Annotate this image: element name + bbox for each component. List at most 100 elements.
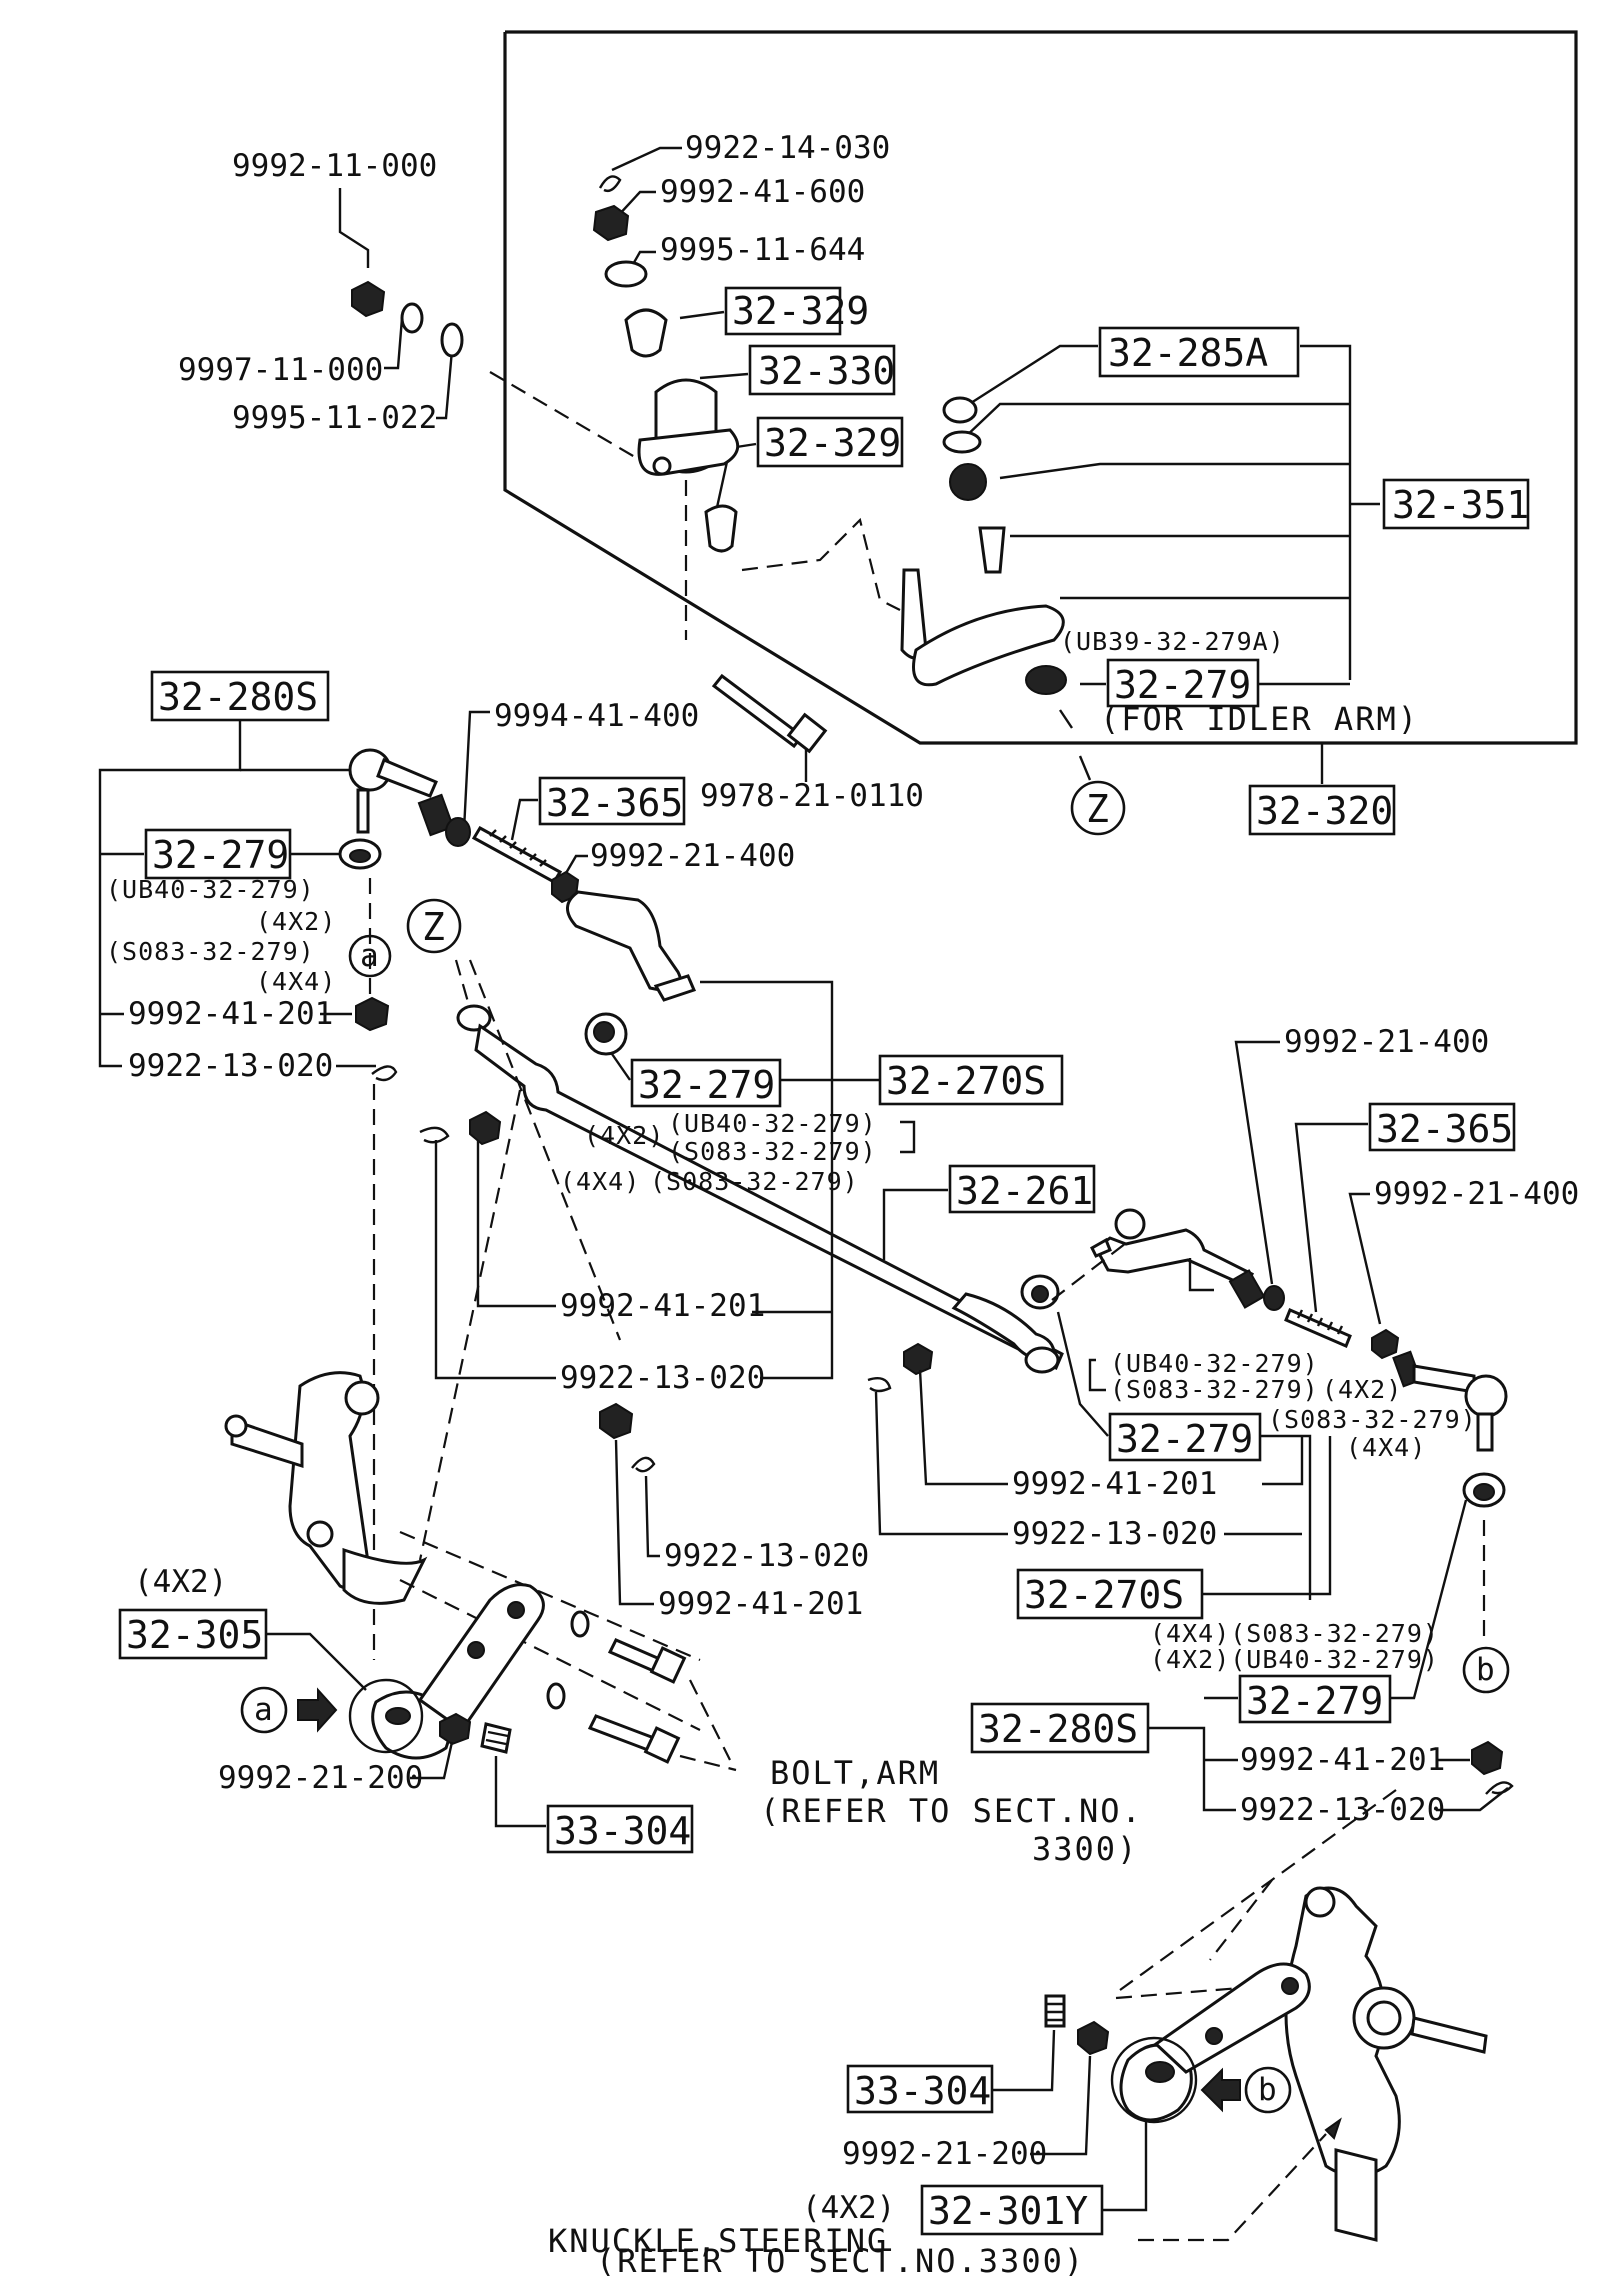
bolt-icon bbox=[587, 1714, 681, 1764]
detail-marker-b bbox=[1244, 2066, 1292, 2114]
part-box bbox=[1108, 1412, 1262, 1462]
right-tie-rod-group: 9992-21-400 32-365 9992-21-400 bbox=[867, 1024, 1579, 1828]
arrow-left-icon bbox=[1200, 2067, 1241, 2113]
variant-note: (4X4)(S083-32-279) bbox=[1150, 1619, 1439, 1648]
boxed-part-number: 32-279 bbox=[1116, 1417, 1253, 1461]
detail-marker-a bbox=[240, 1686, 288, 1734]
leader-line bbox=[1078, 755, 1092, 781]
boxed-part-number: 32-280S bbox=[978, 1707, 1138, 1751]
part-box bbox=[920, 2184, 1104, 2236]
variant-note: (S083-32-279) bbox=[1268, 1405, 1477, 1434]
boxed-part-number: 33-304 bbox=[554, 1809, 691, 1853]
part-number-label: 9922-14-030 bbox=[685, 130, 890, 166]
leader-line bbox=[1202, 1436, 1332, 1596]
callout-dashed-line bbox=[679, 1754, 737, 1772]
leader-line bbox=[959, 344, 1098, 412]
part-number-label: 9992-41-201 bbox=[560, 1288, 765, 1324]
part-number-label: 9995-11-644 bbox=[660, 232, 865, 268]
tie-rod-end-icon bbox=[348, 748, 438, 834]
right-knuckle-group: 33-304 9992-21-200 b (4X2) 32-301Y KNUCK… bbox=[548, 1789, 1488, 2277]
dust-boot-icon bbox=[338, 838, 382, 870]
arrow-right-icon bbox=[297, 1687, 338, 1733]
callout-dashed-line bbox=[1138, 2133, 1327, 2242]
bushing-ring-icon bbox=[949, 463, 987, 501]
knuckle-arm-icon bbox=[1119, 1962, 1311, 2122]
boxed-part-number: 32-279 bbox=[1246, 1679, 1383, 1723]
variant-note: (4X2) bbox=[134, 1564, 227, 1600]
castle-nut-icon bbox=[599, 1402, 634, 1440]
center-link-group: 32-279 32-270S (4X2) (UB40-32-279) (S083… bbox=[418, 890, 1096, 1622]
boxed-part-number: 32-365 bbox=[1376, 1107, 1513, 1151]
part-number-label: 9992-41-201 bbox=[128, 996, 333, 1032]
threaded-stud-icon bbox=[1044, 1994, 1066, 2028]
leader-line bbox=[999, 462, 1350, 480]
detail-marker-letter: Z bbox=[1086, 787, 1109, 831]
castle-nut-icon bbox=[592, 204, 630, 242]
leader-line bbox=[699, 372, 749, 380]
assembly-axis-line bbox=[1209, 1879, 1273, 1961]
washer-icon bbox=[604, 260, 648, 288]
note-text: BOLT,ARM bbox=[770, 1754, 940, 1792]
bracket-line bbox=[98, 720, 242, 1068]
part-number-label: 9992-21-400 bbox=[1284, 1024, 1489, 1060]
idler-arm-group: 9992-11-000 9997-11-000 9995-11-022 9922… bbox=[178, 30, 1578, 836]
variant-note: (4X2) bbox=[802, 2190, 895, 2226]
left-knuckle-group: (4X2) 32-305 a 9992-21-200 33-304 BOLT,A… bbox=[118, 1371, 1141, 1868]
castle-nut-icon bbox=[355, 996, 390, 1032]
bracket-line bbox=[1260, 1434, 1312, 1600]
left-tie-rod-group: 32-280S 9994-41-400 32-365 9992-21-400 3… bbox=[98, 670, 795, 1660]
leader-line bbox=[1294, 1122, 1368, 1313]
boxed-part-number: 32-270S bbox=[1024, 1573, 1184, 1617]
threaded-rod-icon bbox=[471, 825, 563, 885]
nut-icon bbox=[445, 817, 471, 847]
lock-nut-icon bbox=[1371, 1328, 1400, 1360]
part-box bbox=[1106, 658, 1260, 708]
leader-line bbox=[1059, 709, 1073, 729]
leader-line bbox=[1030, 2055, 1092, 2156]
idler-group-outline bbox=[503, 30, 1578, 745]
variant-note: (4X2)(UB40-32-279) bbox=[1150, 1645, 1439, 1674]
part-box bbox=[1248, 784, 1396, 836]
part-number-label: 9997-11-000 bbox=[178, 352, 383, 388]
boxed-part-number: 32-301Y bbox=[928, 2189, 1088, 2233]
part-box bbox=[1098, 326, 1300, 378]
part-number-label: 9994-41-400 bbox=[494, 698, 699, 734]
tie-rod-end-icon bbox=[1392, 1350, 1508, 1452]
leader-line bbox=[338, 188, 370, 268]
part-number-label: 9978-21-0110 bbox=[700, 778, 924, 814]
boxed-part-number: 32-279 bbox=[638, 1063, 775, 1107]
part-number-label: 9922-13-020 bbox=[664, 1538, 869, 1574]
part-box bbox=[748, 344, 896, 396]
variant-note: (4X4) bbox=[1346, 1433, 1426, 1462]
bracket-line bbox=[1148, 1726, 1236, 1812]
castle-nut-icon bbox=[469, 1110, 502, 1146]
lockwasher-icon bbox=[440, 322, 464, 358]
leader-line bbox=[992, 2029, 1056, 2092]
part-number-label: 9922-13-020 bbox=[128, 1048, 333, 1084]
detail-marker-letter: b bbox=[1476, 1652, 1495, 1688]
leader-line bbox=[611, 1053, 631, 1081]
cotter-pin-icon bbox=[1485, 1781, 1514, 1795]
seal-icon bbox=[942, 396, 978, 424]
variant-note: (S083-32-279) bbox=[650, 1167, 859, 1196]
part-number-label: 9992-21-200 bbox=[842, 2136, 1047, 2172]
boxed-part-number: 32-365 bbox=[546, 781, 683, 825]
arrow-head-icon bbox=[1324, 2117, 1342, 2140]
washer-icon bbox=[546, 1682, 566, 1710]
bolt-short-icon bbox=[978, 526, 1006, 574]
bolt-long-icon bbox=[711, 673, 828, 754]
leader-line bbox=[644, 1475, 660, 1558]
part-box bbox=[1382, 478, 1530, 530]
leader-line bbox=[614, 1439, 654, 1606]
variant-note: (UB39-32-279A) bbox=[1060, 627, 1285, 656]
leader-line bbox=[679, 310, 725, 320]
cotter-pin-icon bbox=[419, 1126, 450, 1144]
boxed-part-number: 32-320 bbox=[1256, 789, 1393, 833]
part-number-label: 9992-41-201 bbox=[1240, 1742, 1445, 1778]
nut-icon bbox=[1077, 2020, 1110, 2056]
leader-line bbox=[494, 1756, 546, 1828]
part-number-label: 9992-21-400 bbox=[1374, 1176, 1579, 1212]
leader-line bbox=[1088, 1358, 1106, 1392]
cotter-pin-icon bbox=[631, 1456, 656, 1473]
center-link-icon bbox=[456, 1004, 1064, 1374]
